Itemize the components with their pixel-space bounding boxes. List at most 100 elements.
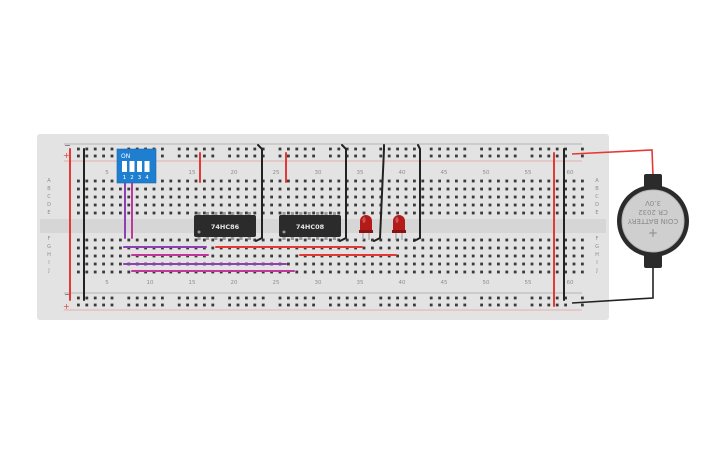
rail-hole[interactable] [312,303,315,307]
terminal-hole[interactable] [404,238,408,242]
terminal-hole[interactable] [110,203,114,207]
rail-hole[interactable] [404,154,408,158]
terminal-hole[interactable] [320,203,324,207]
terminal-hole[interactable] [539,195,542,199]
rail-hole[interactable] [77,296,80,300]
rail-hole[interactable] [177,147,181,151]
terminal-hole[interactable] [463,195,467,199]
terminal-hole[interactable] [497,246,500,250]
rail-hole[interactable] [211,154,215,158]
terminal-hole[interactable] [513,187,517,191]
terminal-hole[interactable] [455,238,458,242]
rail-hole[interactable] [488,303,492,307]
terminal-hole[interactable] [320,195,324,199]
terminal-hole[interactable] [446,246,450,250]
terminal-hole[interactable] [539,179,542,183]
rail-hole[interactable] [505,154,509,158]
terminal-hole[interactable] [119,246,122,250]
terminal-hole[interactable] [455,179,458,183]
terminal-hole[interactable] [564,211,567,215]
terminal-hole[interactable] [203,238,206,242]
rail-hole[interactable] [530,303,534,307]
terminal-hole[interactable] [404,270,408,274]
terminal-hole[interactable] [539,238,542,242]
terminal-hole[interactable] [177,179,181,183]
rail-hole[interactable] [161,147,164,151]
terminal-hole[interactable] [581,246,584,250]
terminal-hole[interactable] [471,254,475,258]
terminal-hole[interactable] [539,246,542,250]
dip-toggle-2[interactable] [129,161,135,172]
wires[interactable] [69,144,565,307]
terminal-hole[interactable] [497,262,500,266]
rail-hole[interactable] [152,296,156,300]
rail-hole[interactable] [77,154,80,158]
rail-hole[interactable] [530,147,534,151]
terminal-hole[interactable] [438,195,441,199]
terminal-hole[interactable] [413,262,416,266]
terminal-hole[interactable] [480,179,483,183]
terminal-hole[interactable] [480,195,483,199]
terminal-hole[interactable] [505,270,509,274]
terminal-hole[interactable] [119,270,122,274]
terminal-hole[interactable] [203,179,206,183]
terminal-hole[interactable] [161,211,164,215]
terminal-hole[interactable] [77,203,80,207]
terminal-hole[interactable] [513,246,517,250]
terminal-hole[interactable] [102,254,105,258]
terminal-hole[interactable] [463,254,467,258]
terminal-hole[interactable] [93,195,97,199]
terminal-hole[interactable] [312,238,315,242]
rail-hole[interactable] [404,147,408,151]
terminal-hole[interactable] [152,211,156,215]
terminal-hole[interactable] [119,262,122,266]
terminal-hole[interactable] [396,179,399,183]
terminal-hole[interactable] [253,254,257,258]
terminal-hole[interactable] [497,179,500,183]
terminal-hole[interactable] [572,179,576,183]
rail-hole[interactable] [329,154,332,158]
rail-hole[interactable] [362,154,366,158]
terminal-hole[interactable] [455,187,458,191]
terminal-hole[interactable] [572,262,576,266]
terminal-hole[interactable] [404,246,408,250]
rail-hole[interactable] [245,147,248,151]
terminal-hole[interactable] [245,211,248,215]
terminal-hole[interactable] [245,203,248,207]
terminal-hole[interactable] [396,246,399,250]
rail-hole[interactable] [93,303,97,307]
terminal-hole[interactable] [572,187,576,191]
rail-hole[interactable] [110,154,114,158]
terminal-hole[interactable] [497,270,500,274]
rail-hole[interactable] [539,154,542,158]
rail-hole[interactable] [387,147,391,151]
terminal-hole[interactable] [564,187,567,191]
rail-hole[interactable] [253,154,257,158]
rail-hole[interactable] [161,154,164,158]
terminal-hole[interactable] [572,246,576,250]
terminal-hole[interactable] [278,254,282,258]
terminal-hole[interactable] [429,187,433,191]
rail-hole[interactable] [85,303,89,307]
terminal-hole[interactable] [93,262,97,266]
rail-hole[interactable] [329,147,332,151]
rail-hole[interactable] [354,147,357,151]
rail-hole[interactable] [228,154,231,158]
rail-hole[interactable] [278,296,282,300]
rail-hole[interactable] [228,147,231,151]
terminal-hole[interactable] [505,262,509,266]
terminal-hole[interactable] [102,187,105,191]
terminal-hole[interactable] [93,246,97,250]
rail-hole[interactable] [497,154,500,158]
terminal-hole[interactable] [93,238,97,242]
rail-hole[interactable] [396,303,399,307]
terminal-hole[interactable] [371,262,374,266]
terminal-hole[interactable] [387,187,391,191]
rail-hole[interactable] [446,303,450,307]
terminal-hole[interactable] [186,179,189,183]
terminal-hole[interactable] [505,254,509,258]
terminal-hole[interactable] [135,238,139,242]
terminal-hole[interactable] [295,203,299,207]
rail-hole[interactable] [278,147,282,151]
rail-hole[interactable] [463,154,467,158]
